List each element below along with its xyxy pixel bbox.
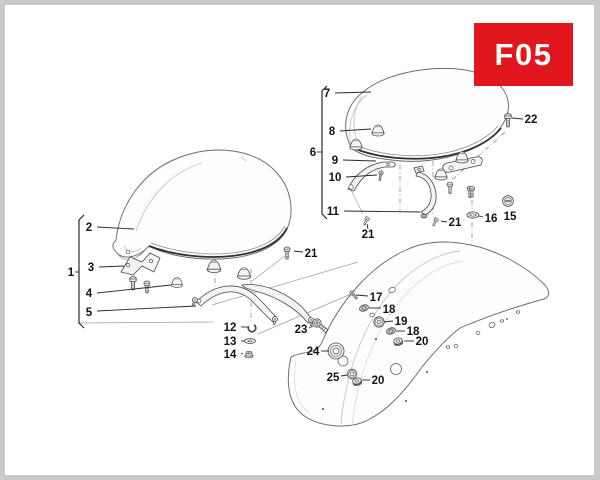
callout-label-16: 16 <box>485 213 498 225</box>
pillion-seat-front-edge <box>349 94 368 148</box>
callout-label-24: 24 <box>307 346 320 358</box>
callout-label-19: 19 <box>395 316 408 328</box>
callout-label-2: 2 <box>86 222 92 234</box>
callout-label-6: 6 <box>310 147 316 159</box>
screw-icon <box>283 246 291 260</box>
callout-label-21: 21 <box>449 217 462 229</box>
callout-label-25: 25 <box>327 372 340 384</box>
callout-label-5: 5 <box>86 307 93 319</box>
screw-icon <box>129 276 137 291</box>
callout-label-15: 15 <box>504 211 517 223</box>
callout-label-22: 22 <box>525 114 538 126</box>
leader-line <box>478 215 484 218</box>
driver-seat-seam-inner <box>150 225 286 255</box>
callout-label-11: 11 <box>327 206 340 218</box>
callout-label-21: 21 <box>305 248 318 260</box>
washer-icon <box>346 368 358 380</box>
leader-line <box>383 320 394 323</box>
driver-seat <box>112 149 292 260</box>
leader-line <box>293 250 304 253</box>
pillion-bracket-right <box>442 156 483 173</box>
leader-line <box>345 174 378 178</box>
rubber-buffer-icon <box>237 267 251 280</box>
callout-label-14: 14 <box>224 349 237 361</box>
page-code-badge: F05 <box>474 23 573 86</box>
rubber-buffer-icon <box>206 259 222 274</box>
fender-holes <box>322 287 521 410</box>
callout-label-21: 21 <box>362 229 375 241</box>
leader-line <box>355 294 369 297</box>
leader-line <box>96 226 135 230</box>
callout-layer: 1234567891011121314151617181918202021212… <box>68 85 538 387</box>
flange-nut-icon <box>244 350 254 359</box>
foot-bolt-icon <box>190 296 199 307</box>
pillion-seat-seam <box>355 127 502 160</box>
screw-icon <box>430 216 440 228</box>
callout-label-7: 7 <box>324 88 330 100</box>
driver-seat-seam <box>148 227 288 258</box>
screw-icon <box>310 316 330 335</box>
projection-lines <box>78 189 393 335</box>
seat-mount-rail-bracket <box>195 284 313 324</box>
callout-label-18: 18 <box>407 326 420 338</box>
rubber-mount-icon <box>327 342 345 360</box>
driver-seat-nose-detail <box>123 245 142 253</box>
fender-ridge-line-2 <box>351 260 464 427</box>
callout-label-4: 4 <box>86 288 93 300</box>
callout-label-12: 12 <box>224 322 237 334</box>
callout-label-3: 3 <box>88 262 94 274</box>
rubber-buffer-icon <box>171 277 183 288</box>
leader-line <box>96 305 197 312</box>
rubber-mount-icon <box>373 316 385 328</box>
leader-line <box>340 374 348 377</box>
clip-icon <box>246 323 258 334</box>
group-brace <box>78 214 85 329</box>
leader-line <box>440 220 448 223</box>
front-seat-bracket <box>120 252 161 276</box>
small-screw-icon <box>377 170 384 182</box>
leader-line <box>343 210 421 213</box>
leader-line <box>339 128 372 132</box>
callout-label-20: 20 <box>416 336 429 348</box>
callout-label-23: 23 <box>295 324 308 336</box>
pillion-seat-nose-fold <box>353 95 363 139</box>
leader-line <box>342 159 377 162</box>
page-code-label: F05 <box>494 36 553 72</box>
screw-icon <box>504 113 512 128</box>
callout-label-17: 17 <box>370 292 383 304</box>
fender-left-edge-line <box>294 359 309 413</box>
leader-line <box>511 117 524 120</box>
driver-seat-crease <box>135 162 203 232</box>
well-nut-icon <box>502 195 514 207</box>
leader-line <box>308 325 314 329</box>
driver-seat-body <box>112 149 292 260</box>
pillion-bracket-middle <box>413 165 437 219</box>
washer-icon <box>244 338 256 344</box>
group-brace <box>321 85 328 220</box>
leader-line <box>96 284 172 294</box>
leader-line <box>366 223 369 230</box>
screw-icon <box>361 215 371 227</box>
callout-label-10: 10 <box>329 172 342 184</box>
callout-label-20: 20 <box>372 375 385 387</box>
callout-label-1: 1 <box>68 267 75 279</box>
callout-label-18: 18 <box>383 304 396 316</box>
leader-line <box>98 265 125 268</box>
leader-line <box>240 352 244 355</box>
callout-label-13: 13 <box>224 336 237 348</box>
pillion-seat-seam-inner <box>357 125 499 157</box>
callout-label-9: 9 <box>332 155 338 167</box>
screw-icon <box>446 181 454 194</box>
leader-line <box>334 91 372 94</box>
push-nut-icon <box>466 211 480 219</box>
callout-label-8: 8 <box>329 126 336 138</box>
